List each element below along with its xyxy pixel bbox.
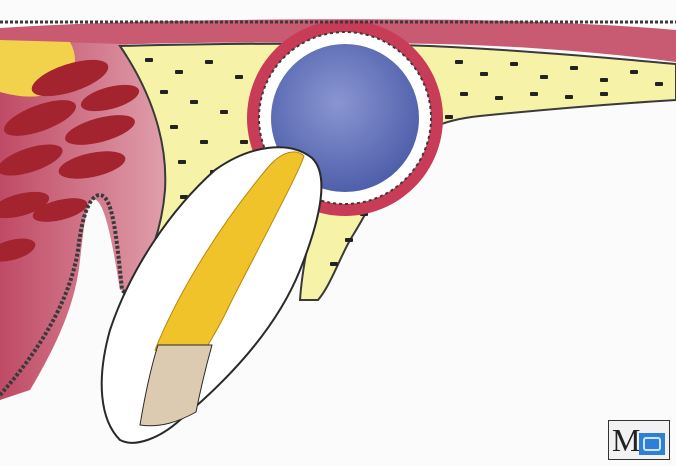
logo-letter: M: [612, 422, 640, 458]
watermark-logo-icon: M: [608, 420, 670, 460]
logo-tile-icon: [639, 433, 665, 455]
